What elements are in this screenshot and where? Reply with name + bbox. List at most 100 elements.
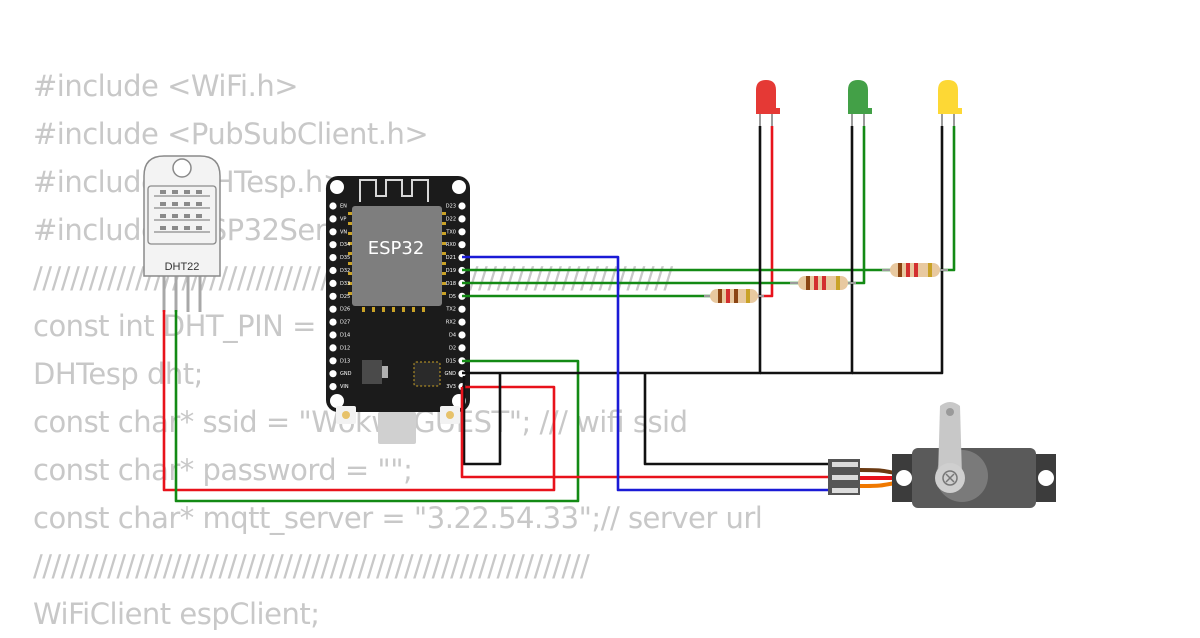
esp32-pin-label: GND [340, 371, 352, 377]
esp32-pin-label: VIN [340, 384, 349, 390]
code-line: WiFiClient espClient; [33, 597, 320, 631]
esp32-pin-label: D23 [446, 204, 456, 210]
boot-button-cap [446, 411, 454, 419]
esp32-pin-hole[interactable] [458, 241, 466, 249]
esp32-pin-label: D21 [446, 255, 456, 261]
esp32-pin-hole[interactable] [329, 370, 337, 378]
esp32-pin-hole[interactable] [329, 241, 337, 249]
servo-motor[interactable] [828, 402, 1056, 508]
code-line: #include <DHTesp.h> [33, 165, 347, 199]
esp32-pin-hole[interactable] [329, 279, 337, 287]
dht22-sensor[interactable]: DHT22 [143, 155, 221, 312]
led-green[interactable] [848, 80, 872, 126]
usb-port [378, 412, 416, 444]
esp32-pin-label: D14 [340, 333, 350, 339]
servo-connector-pins [832, 462, 858, 493]
dht-vent-grid [147, 185, 217, 245]
wire-servo-vcc[interactable] [460, 387, 832, 479]
esp32-pin-hole[interactable] [329, 254, 337, 262]
esp32-pin-label: D25 [340, 294, 350, 300]
wire-yellow-led-anode[interactable] [936, 126, 956, 272]
esp32-pin-hole[interactable] [458, 344, 466, 352]
esp32-pin-label: TX2 [445, 307, 456, 313]
esp32-pin-hole[interactable] [458, 202, 466, 210]
code-line: ////////////////////////////////////////… [33, 549, 590, 583]
servo-mount-hole-right [1038, 470, 1054, 486]
esp32-pin-hole[interactable] [458, 215, 466, 223]
led-green-body [848, 80, 872, 114]
wire-dht-data[interactable] [174, 310, 580, 503]
esp32-pin-label: D18 [446, 281, 456, 287]
esp32-pin-label: GND [445, 371, 457, 377]
esp32-pin-label: RX2 [446, 320, 456, 326]
esp32-pin-hole[interactable] [458, 331, 466, 339]
esp32-board[interactable]: ESP32 ENVPVND34D35D32D33D25D26D27D14D12D… [326, 176, 470, 444]
esp32-pin-label: VN [340, 229, 347, 235]
esp32-pin-label: D26 [340, 307, 350, 313]
esp32-left-header: ENVPVND34D35D32D33D25D26D27D14D12D13GNDV… [329, 202, 352, 391]
esp32-pin-label: D5 [449, 294, 456, 300]
resistor-yellow-led[interactable] [882, 263, 948, 277]
esp32-pin-hole[interactable] [329, 344, 337, 352]
led-yellow-body [938, 80, 962, 114]
dht-mount-hole [172, 158, 192, 178]
wire-dht-vcc[interactable] [162, 310, 556, 492]
esp32-pin-label: D35 [340, 255, 350, 261]
servo-mount-hole-left [896, 470, 912, 486]
regulator-tab [382, 366, 388, 378]
mount-hole-tl [330, 180, 344, 194]
esp32-pin-label: TX0 [445, 229, 456, 235]
module-pads [348, 212, 446, 312]
esp32-pin-label: D15 [446, 358, 456, 364]
esp32-pin-hole[interactable] [329, 215, 337, 223]
esp32-pin-label: D22 [446, 216, 456, 222]
led-red-body [756, 80, 780, 114]
esp32-pin-label: D4 [449, 333, 456, 339]
wire-dht-gnd[interactable] [462, 373, 502, 466]
dht-label: DHT22 [165, 261, 200, 273]
wire-green-led-gnd[interactable] [760, 126, 854, 375]
esp32-pin-hole[interactable] [329, 228, 337, 236]
wire-yellow-led-gnd[interactable] [852, 126, 944, 375]
esp32-pin-hole[interactable] [329, 383, 337, 391]
esp32-pin-hole[interactable] [329, 318, 337, 326]
esp32-pin-hole[interactable] [329, 266, 337, 275]
wire-red-led-gnd[interactable] [462, 126, 762, 375]
en-button-cap [342, 411, 350, 419]
code-line: const char* mqtt_server = "3.22.54.33";/… [33, 501, 763, 535]
esp32-pin-label: EN [340, 204, 347, 210]
esp32-pin-hole[interactable] [329, 202, 337, 210]
esp32-pin-hole[interactable] [329, 305, 337, 313]
esp32-pin-label: D27 [340, 320, 350, 326]
esp32-pin-hole[interactable] [458, 305, 466, 313]
code-line: #include <PubSubClient.h> [33, 117, 429, 151]
led-yellow[interactable] [938, 80, 962, 126]
esp32-pin-label: VP [340, 216, 346, 222]
esp32-pin-hole[interactable] [329, 292, 337, 300]
wires [162, 126, 956, 503]
resistor-red-led[interactable] [704, 289, 764, 303]
wire-servo-gnd[interactable] [643, 373, 832, 466]
servo-screw-icon [942, 470, 958, 486]
mount-hole-tr [452, 180, 466, 194]
esp32-pin-label: D19 [446, 268, 456, 274]
esp32-pin-label: 3V3 [446, 384, 456, 390]
wire-green-led-anode[interactable] [846, 126, 866, 285]
esp32-pin-label: D12 [340, 345, 350, 351]
esp32-pin-label: RX0 [446, 242, 456, 248]
esp32-pin-label: D2 [449, 345, 456, 351]
wire-servo-signal[interactable] [462, 255, 832, 492]
esp32-pin-hole[interactable] [329, 357, 337, 365]
esp32-pin-hole[interactable] [458, 318, 466, 326]
esp32-pin-label: D33 [340, 281, 350, 287]
esp32-pin-hole[interactable] [458, 228, 466, 236]
resistor-green-led[interactable] [790, 276, 856, 290]
antenna-trace [359, 179, 429, 202]
usb-uart-chip [413, 361, 441, 387]
esp32-label: ESP32 [368, 238, 425, 259]
esp32-pin-label: D13 [340, 358, 350, 364]
led-red[interactable] [756, 80, 780, 126]
esp32-pin-hole[interactable] [329, 331, 337, 339]
esp32-pin-label: D32 [340, 268, 350, 274]
